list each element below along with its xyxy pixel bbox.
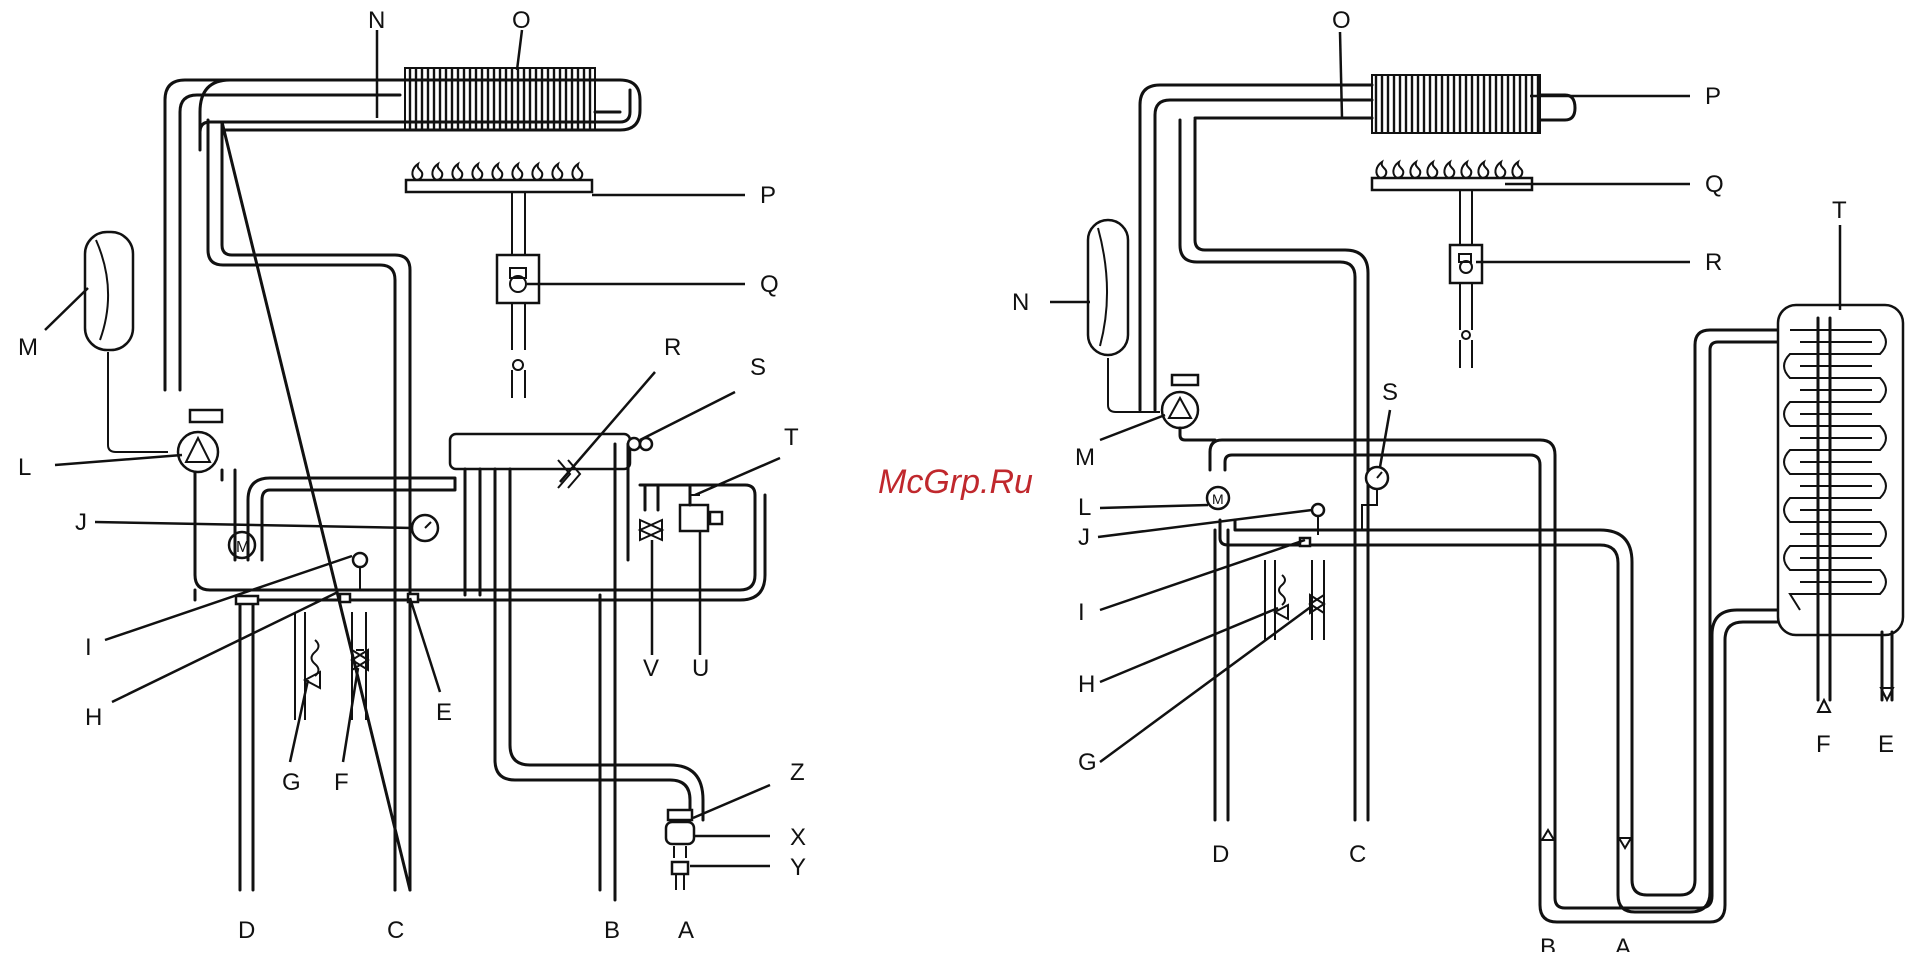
left-pump [178, 410, 222, 472]
right-label-A: A [1615, 934, 1631, 952]
left-label-J: J [75, 509, 87, 536]
right-label-S: S [1382, 379, 1398, 406]
right-label-D: D [1212, 841, 1229, 868]
left-label-V: V [643, 655, 659, 682]
right-main-pipes [1140, 85, 1575, 800]
left-labels: N O P Q R S T M L J I H G F E V U Z X Y … [18, 7, 806, 944]
right-label-L: L [1078, 494, 1091, 521]
right-label-P: P [1705, 83, 1721, 110]
right-dhw-tank [1778, 305, 1903, 712]
left-label-I: I [85, 634, 92, 661]
right-label-O: O [1332, 7, 1351, 34]
left-label-F: F [334, 769, 349, 796]
left-gas-valve [497, 255, 539, 398]
right-expansion-vessel [1088, 220, 1160, 412]
left-label-L: L [18, 454, 31, 481]
left-label-A: A [678, 917, 694, 944]
right-diagram: M [1012, 7, 1903, 952]
right-labels: O P Q R T N M S L J I H G D C B A F E [1012, 7, 1894, 952]
left-label-B: B [604, 917, 620, 944]
right-label-B: B [1540, 934, 1556, 952]
left-label-X: X [790, 824, 806, 851]
right-pressure-gauge [1362, 467, 1388, 530]
right-label-E: E [1878, 731, 1894, 758]
left-motor: M [229, 532, 255, 558]
left-label-R: R [664, 334, 681, 361]
svg-text:M: M [1212, 491, 1224, 507]
right-label-M: M [1075, 444, 1095, 471]
left-expansion-vessel [85, 232, 168, 452]
watermark: McGrp.Ru [878, 463, 1033, 501]
left-label-E: E [436, 699, 452, 726]
left-label-O: O [512, 7, 531, 34]
left-pressure-gauge [412, 515, 438, 541]
left-label-N: N [368, 7, 385, 34]
right-motor: M [1207, 487, 1229, 509]
left-label-H: H [85, 704, 102, 731]
left-label-Z: Z [790, 759, 805, 786]
left-filter [666, 810, 694, 890]
right-connection-pipes [1215, 530, 1368, 820]
right-heating-circuit [1210, 330, 1800, 922]
left-label-S: S [750, 354, 766, 381]
left-label-G: G [282, 769, 301, 796]
right-label-G: G [1078, 749, 1097, 776]
right-burner [1372, 162, 1532, 368]
right-label-I: I [1078, 599, 1085, 626]
left-label-D: D [238, 917, 255, 944]
right-label-H: H [1078, 671, 1095, 698]
left-label-U: U [692, 655, 709, 682]
right-heat-exchanger [1372, 75, 1540, 133]
left-label-P: P [760, 182, 776, 209]
left-label-M: M [18, 334, 38, 361]
right-label-J: J [1078, 524, 1090, 551]
left-connection-pipes [236, 595, 615, 890]
left-label-Y: Y [790, 854, 806, 881]
left-diagram: M [18, 7, 806, 944]
right-label-Q: Q [1705, 171, 1724, 198]
right-label-F: F [1816, 731, 1831, 758]
left-label-Q: Q [760, 271, 779, 298]
right-label-N: N [1012, 289, 1029, 316]
left-label-C: C [387, 917, 404, 944]
right-label-R: R [1705, 249, 1722, 276]
left-leader-lines [45, 30, 780, 866]
right-pump [1162, 375, 1215, 440]
right-label-T: T [1832, 197, 1847, 224]
left-safety-valves [295, 553, 418, 720]
left-dhw-valve [640, 485, 722, 540]
right-label-C: C [1349, 841, 1366, 868]
left-label-T: T [784, 424, 799, 451]
left-burner [406, 164, 592, 255]
